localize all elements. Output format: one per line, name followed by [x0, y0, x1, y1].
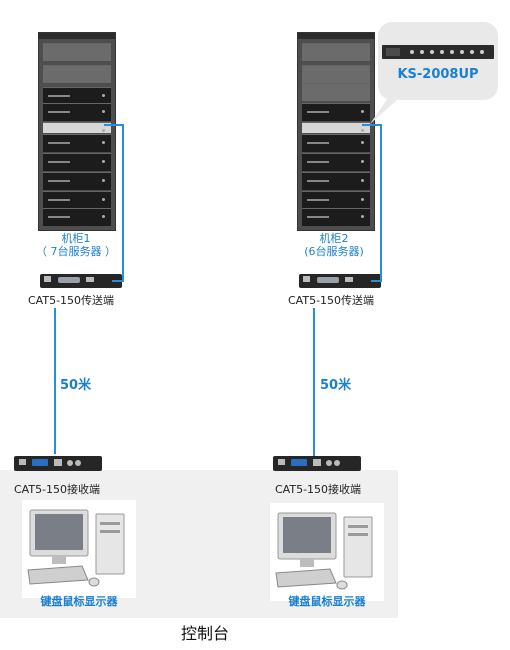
kvm-callout: KS-2008UP — [378, 22, 498, 100]
computer-icon — [275, 512, 373, 590]
rack-2 — [297, 32, 375, 231]
wire-rack2-kvm — [362, 124, 382, 126]
workstation-2-label: 键盘鼠标显示器 — [288, 595, 366, 608]
console-title: 控制台 — [180, 624, 229, 643]
rack-1-kvm-unit — [43, 122, 111, 133]
transmitter-2-label: CAT5-150传送端 — [288, 294, 375, 307]
distance-1: 50米 — [60, 378, 92, 393]
receiver-2-label: CAT5-150接收端 — [275, 483, 362, 496]
cable-link-2 — [313, 308, 315, 456]
wire-rack1-kvm — [104, 124, 124, 126]
rack-1-name: 机柜1 — [61, 232, 91, 245]
transmitter-1-device — [40, 274, 122, 288]
workstation-1 — [22, 500, 136, 598]
cable-link-1 — [54, 308, 56, 454]
wire-rack2-vertical — [380, 124, 382, 282]
computer-icon — [27, 509, 125, 587]
rack-2-name: 机柜2 — [319, 232, 349, 245]
receiver-1-label: CAT5-150接收端 — [14, 483, 101, 496]
receiver-1-device — [14, 456, 102, 471]
kvm-model: KS-2008UP — [397, 67, 479, 82]
rack-1 — [38, 32, 116, 231]
rack-2-label: 机柜2 (6台服务器) — [288, 232, 380, 258]
wire-rack1-to-tx — [112, 280, 124, 282]
kvm-switch-icon — [382, 45, 494, 59]
transmitter-2-device — [299, 274, 381, 288]
wire-rack2-to-tx — [371, 280, 382, 282]
distance-2: 50米 — [320, 378, 352, 393]
rack-2-servers: (6台服务器) — [304, 245, 364, 258]
workstation-1-label: 键盘鼠标显示器 — [40, 595, 118, 608]
rack-1-servers: （ 7台服务器 ） — [36, 245, 116, 258]
wire-rack1-vertical — [122, 124, 124, 282]
rack-2-kvm-unit — [302, 122, 370, 133]
receiver-2-device — [273, 456, 361, 471]
workstation-2 — [270, 503, 384, 601]
transmitter-1-label: CAT5-150传送端 — [28, 294, 115, 307]
rack-1-label: 机柜1 （ 7台服务器 ） — [30, 232, 122, 258]
